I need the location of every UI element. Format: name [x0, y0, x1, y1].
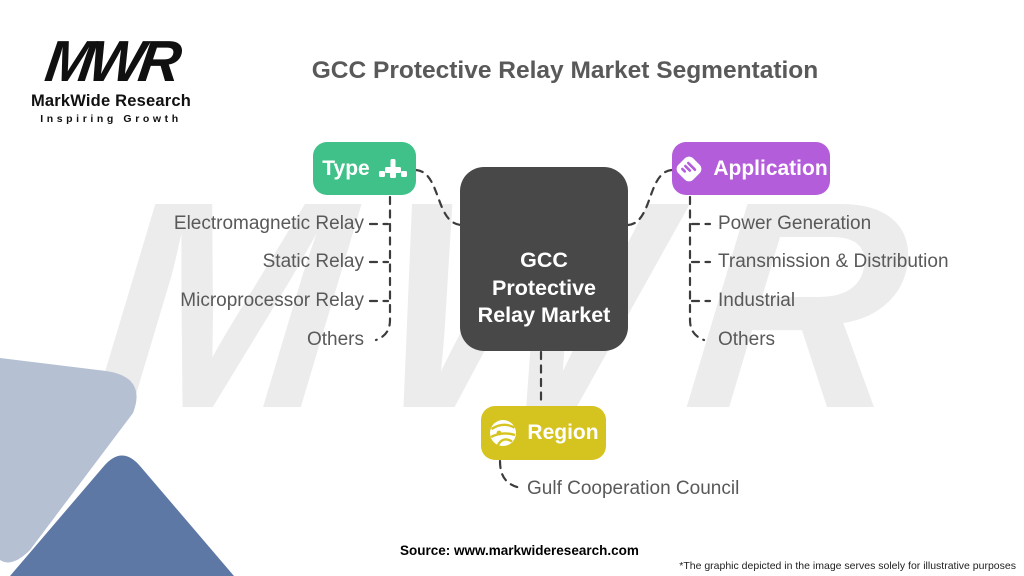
application-branch-line	[688, 195, 706, 342]
type-branch-line	[374, 195, 392, 342]
type-item: Microprocessor Relay	[180, 290, 364, 311]
page-title: GCC Protective Relay Market Segmentation	[311, 57, 819, 84]
application-item: Power Generation	[718, 213, 872, 234]
sitemap-icon	[378, 158, 407, 179]
application-item: Industrial	[718, 290, 796, 311]
type-badge: Type	[313, 142, 416, 195]
logo-company-name: MarkWide Research	[30, 92, 192, 111]
center-box-line: GCC	[520, 248, 568, 273]
application-badge: Application	[672, 142, 830, 195]
region-badge: Region	[481, 406, 606, 460]
market-center-box: GCC Protective Relay Market	[460, 167, 628, 351]
type-item: Others	[306, 329, 364, 350]
application-badge-label: Application	[713, 156, 828, 180]
disclaimer-text: *The graphic depicted in the image serve…	[679, 560, 1016, 572]
type-badge-label: Type	[322, 156, 370, 180]
source-text: Source: www.markwideresearch.com	[400, 543, 639, 558]
logo-tagline: Inspiring Growth	[40, 113, 182, 126]
application-item: Transmission & Distribution	[718, 251, 949, 272]
globe-icon	[488, 418, 518, 448]
markwide-logo: MWR MarkWide Research Inspiring Growth	[28, 29, 194, 126]
corner-shape-light	[0, 358, 137, 563]
center-box-line: Protective	[492, 275, 596, 300]
corner-shape-dark	[10, 455, 234, 576]
region-item-curve	[498, 459, 523, 490]
diamond-tag-icon	[674, 154, 704, 184]
center-box-line: Relay Market	[477, 303, 611, 328]
application-item: Others	[718, 329, 776, 350]
type-item: Electromagnetic Relay	[173, 213, 364, 234]
region-badge-label: Region	[527, 421, 599, 444]
center-to-application-curve	[626, 168, 674, 227]
type-to-center-curve	[414, 168, 463, 227]
type-item: Static Relay	[262, 251, 364, 272]
region-item: Gulf Cooperation Council	[527, 478, 740, 499]
